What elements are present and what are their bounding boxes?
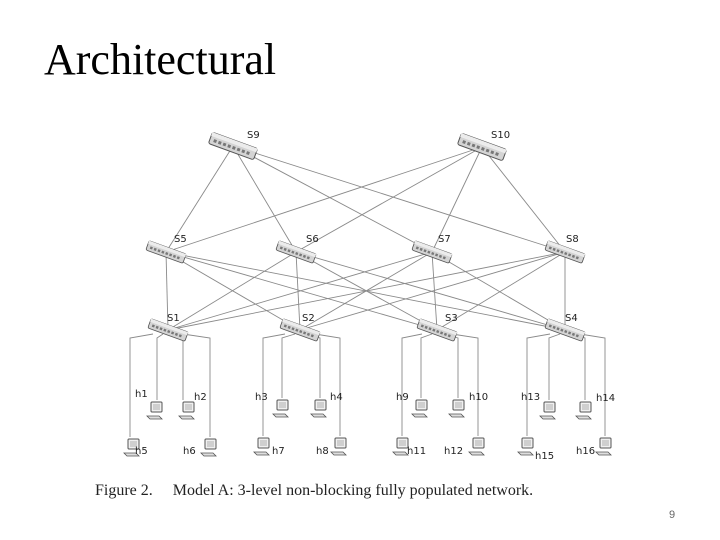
network-link <box>165 251 301 331</box>
host-computer-icon <box>123 438 140 457</box>
host-label-h7: h7 <box>272 446 285 457</box>
switch-icon <box>208 132 258 160</box>
host-wire <box>156 333 164 400</box>
host-wire <box>526 333 551 436</box>
switch-label-s2: S2 <box>302 313 315 324</box>
host-computer-icon <box>468 437 485 456</box>
host-computer-icon <box>411 399 428 418</box>
host-label-h15: h15 <box>535 451 554 462</box>
host-wire <box>129 333 154 437</box>
network-link <box>431 251 438 331</box>
network-link <box>165 145 234 253</box>
host-computer-icon <box>253 437 270 456</box>
host-wire <box>420 333 433 398</box>
network-link <box>167 251 433 331</box>
host-computer-icon <box>146 401 163 420</box>
switch-label-s6: S6 <box>306 234 319 245</box>
host-computer-icon <box>200 438 217 457</box>
host-wire <box>451 333 479 436</box>
switch-icon <box>145 240 187 264</box>
network-link <box>295 251 566 331</box>
slide-title: Architectural <box>44 35 277 84</box>
host-computer-icon <box>517 437 534 456</box>
host-wire <box>441 333 459 398</box>
network-link <box>232 145 566 253</box>
host-computer-icon <box>595 437 612 456</box>
host-computer-icon <box>272 399 289 418</box>
network-link <box>165 146 483 253</box>
network-link <box>167 251 566 331</box>
switch-label-s3: S3 <box>445 313 458 324</box>
switch-icon <box>416 318 458 342</box>
switch-label-s1: S1 <box>167 313 180 324</box>
page-number: 9 <box>669 509 676 521</box>
switch-icon <box>279 318 321 342</box>
host-label-h1: h1 <box>135 389 148 400</box>
host-label-h14: h14 <box>596 393 615 404</box>
network-link <box>436 251 566 331</box>
network-link <box>295 146 483 253</box>
switch-label-s7: S7 <box>438 234 451 245</box>
switch-label-s5: S5 <box>174 234 187 245</box>
network-link <box>299 251 566 331</box>
host-wire <box>172 333 184 400</box>
network-link <box>165 251 169 331</box>
figure-caption: Figure 2. Model A: 3-level non-blocking f… <box>95 482 533 500</box>
network-link <box>232 145 297 253</box>
network-link <box>232 145 433 253</box>
host-label-h11: h11 <box>407 446 426 457</box>
host-wire <box>548 333 561 400</box>
figure-caption-label: Figure 2. <box>95 482 153 499</box>
host-wire <box>304 333 321 398</box>
host-computer-icon <box>539 401 556 420</box>
host-label-h6: h6 <box>183 446 196 457</box>
host-wires-layer <box>129 333 606 437</box>
switch-icon <box>457 133 507 161</box>
host-label-h3: h3 <box>255 392 268 403</box>
switch-icon <box>147 318 189 342</box>
network-link <box>167 251 297 331</box>
host-wire <box>401 333 423 436</box>
switch-icon <box>411 240 453 264</box>
host-computer-icon <box>448 399 465 418</box>
network-link <box>481 146 566 253</box>
switch-label-s10: S10 <box>491 130 510 141</box>
host-wire <box>182 333 211 437</box>
host-wire <box>281 333 296 398</box>
host-label-h4: h4 <box>330 392 343 403</box>
host-computer-icon <box>310 399 327 418</box>
figure-caption-text: Model A: 3-level non-blocking fully popu… <box>172 482 534 499</box>
host-label-h10: h10 <box>469 392 488 403</box>
host-label-h8: h8 <box>316 446 329 457</box>
network-link <box>295 251 301 331</box>
host-computer-icon <box>330 437 347 456</box>
host-wire <box>569 333 586 400</box>
network-link <box>431 146 483 253</box>
host-label-h13: h13 <box>521 392 540 403</box>
switch-label-s4: S4 <box>565 313 578 324</box>
switch-icon <box>544 240 586 264</box>
host-label-h12: h12 <box>444 446 463 457</box>
host-label-h2: h2 <box>194 392 207 403</box>
hosts-layer: h1 h2 h3 h4 h5 h6 h7 h8 h9 h10 h11 h12 h13 h14 h15 h16 <box>123 389 615 462</box>
host-label-h5: h5 <box>135 446 148 457</box>
network-link <box>431 251 566 331</box>
host-label-h9: h9 <box>396 392 409 403</box>
host-computer-icon <box>392 437 409 456</box>
switch-icon <box>275 240 317 264</box>
host-wire <box>262 333 286 436</box>
host-computer-icon <box>575 401 592 420</box>
switch-label-s9: S9 <box>247 130 260 141</box>
switch-icon <box>544 318 586 342</box>
host-wire <box>579 333 606 436</box>
switch-label-s8: S8 <box>566 234 579 245</box>
host-label-h16: h16 <box>576 446 595 457</box>
links-layer <box>165 145 566 331</box>
host-wire <box>314 333 341 436</box>
host-computer-icon <box>178 401 195 420</box>
